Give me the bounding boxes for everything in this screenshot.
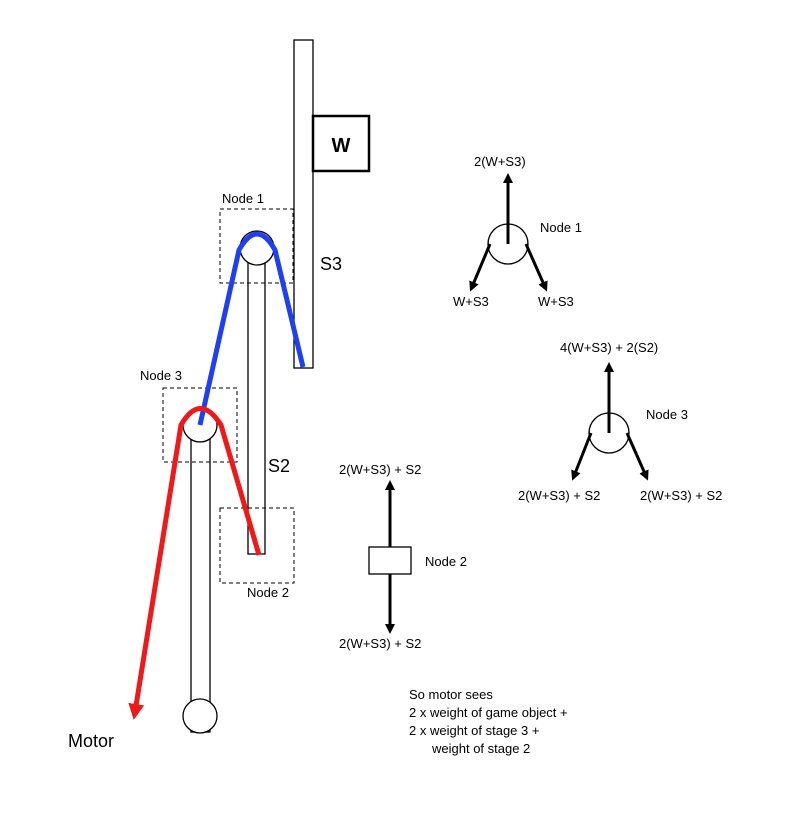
conclusion-line1: So motor sees [409, 687, 493, 702]
node1-fbd: 2(W+S3) Node 1 W+S3 W+S3 [453, 154, 582, 309]
node1-fbd-left-arrow [469, 243, 492, 292]
weight-label: W [332, 135, 351, 157]
motor-label: Motor [68, 731, 114, 751]
weight-box [311, 114, 371, 173]
node3-box [162, 387, 238, 463]
node3-box-label: Node 3 [140, 368, 182, 383]
node2-fbd-title: Node 2 [425, 554, 467, 569]
stage1-rail [190, 427, 211, 733]
node3-fbd: 4(W+S3) + 2(S2) Node 3 2(W+S3) + S2 2(W+… [518, 340, 722, 503]
node3-fbd-right-arrow [625, 432, 649, 481]
node1-fbd-right-label: W+S3 [538, 294, 574, 309]
node1-fbd-left-label: W+S3 [453, 294, 489, 309]
node3-fbd-up-label: 4(W+S3) + 2(S2) [560, 340, 658, 355]
node3-fbd-left-arrow [571, 432, 593, 481]
stage3-rail [293, 39, 314, 369]
conclusion-note: So motor sees 2 x weight of game object … [409, 687, 568, 756]
stage2-label: S2 [268, 456, 290, 476]
node2-fbd-up-label: 2(W+S3) + S2 [339, 462, 421, 477]
blue-rope [197, 231, 306, 426]
conclusion-line3: 2 x weight of stage 3 + [409, 723, 539, 738]
node2-box-label: Node 2 [247, 585, 289, 600]
node3-fbd-title: Node 3 [646, 407, 688, 422]
red-rope [128, 406, 262, 720]
stage3-label: S3 [320, 254, 342, 274]
node1-fbd-up-label: 2(W+S3) [474, 154, 526, 169]
conclusion-line4: weight of stage 2 [431, 741, 530, 756]
node2-fbd-block [368, 546, 412, 575]
node2-box [219, 507, 295, 584]
node1-box-label: Node 1 [222, 191, 264, 206]
conclusion-line2: 2 x weight of game object + [409, 705, 568, 720]
node3-fbd-left-label: 2(W+S3) + S2 [518, 488, 600, 503]
node3-fbd-right-label: 2(W+S3) + S2 [640, 488, 722, 503]
node2-fbd-down-label: 2(W+S3) + S2 [339, 636, 421, 651]
node1-box [219, 208, 294, 284]
node2-fbd: 2(W+S3) + S2 Node 2 2(W+S3) + S2 [339, 462, 467, 651]
node1-fbd-right-arrow [524, 243, 548, 292]
node1-fbd-title: Node 1 [540, 220, 582, 235]
bottom-pulley [182, 698, 218, 734]
